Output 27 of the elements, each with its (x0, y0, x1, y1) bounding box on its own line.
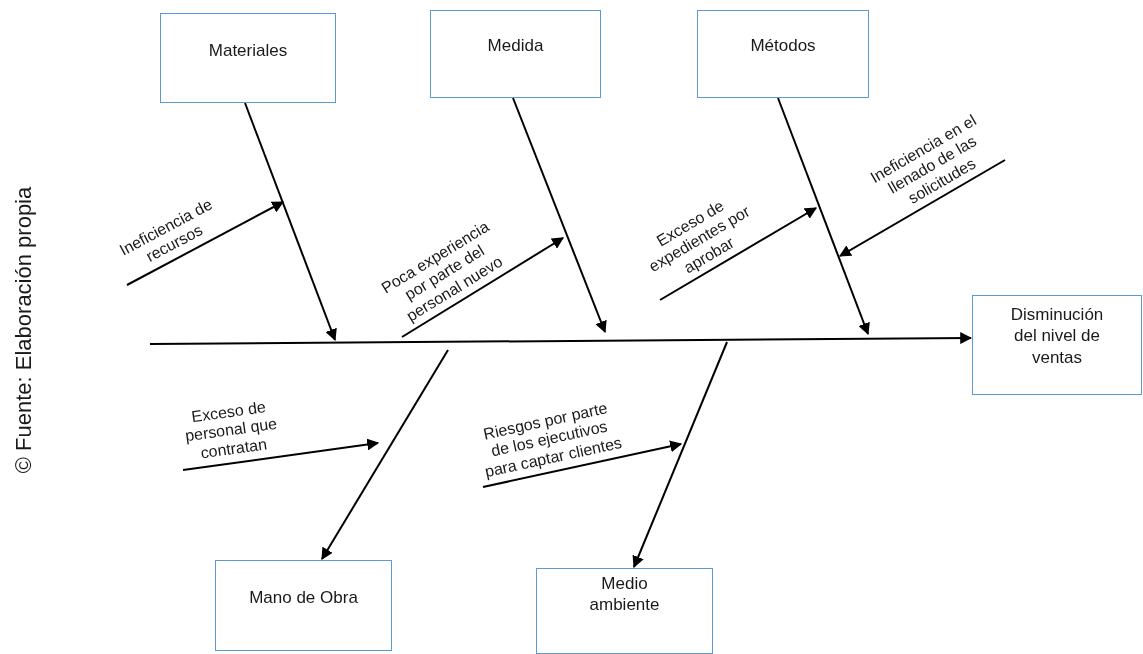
arrow (126, 201, 285, 286)
arrow (244, 102, 337, 342)
category-box (536, 568, 713, 654)
box-label: Métodos (749, 35, 817, 57)
arrow (401, 237, 564, 338)
category-box (697, 10, 869, 98)
cause-label: Exceso de personal que contratan (175, 396, 287, 466)
category-box (215, 560, 392, 651)
cause-label: Riesgos por parte de los ejecutivos para captar clientes (471, 396, 628, 483)
box-label: Medida (486, 35, 545, 57)
arrow (321, 349, 449, 561)
box-label: Materiales (207, 40, 289, 62)
arrow (182, 438, 380, 471)
category-box (430, 10, 601, 98)
box-label: Medio ambiente (588, 573, 661, 616)
category-box (160, 13, 336, 103)
arrow (632, 341, 728, 569)
arrow (777, 97, 870, 336)
box-label: Disminución del nivel de ventas (1009, 304, 1105, 368)
arrow (512, 97, 607, 334)
category-box (972, 295, 1142, 395)
source-note: © Fuente: Elaboración propia (11, 186, 37, 474)
arrow (482, 440, 683, 488)
arrow (659, 207, 818, 301)
box-label: Mano de Obra (248, 587, 359, 609)
spine-arrow (149, 332, 973, 345)
arrow (838, 159, 1006, 257)
